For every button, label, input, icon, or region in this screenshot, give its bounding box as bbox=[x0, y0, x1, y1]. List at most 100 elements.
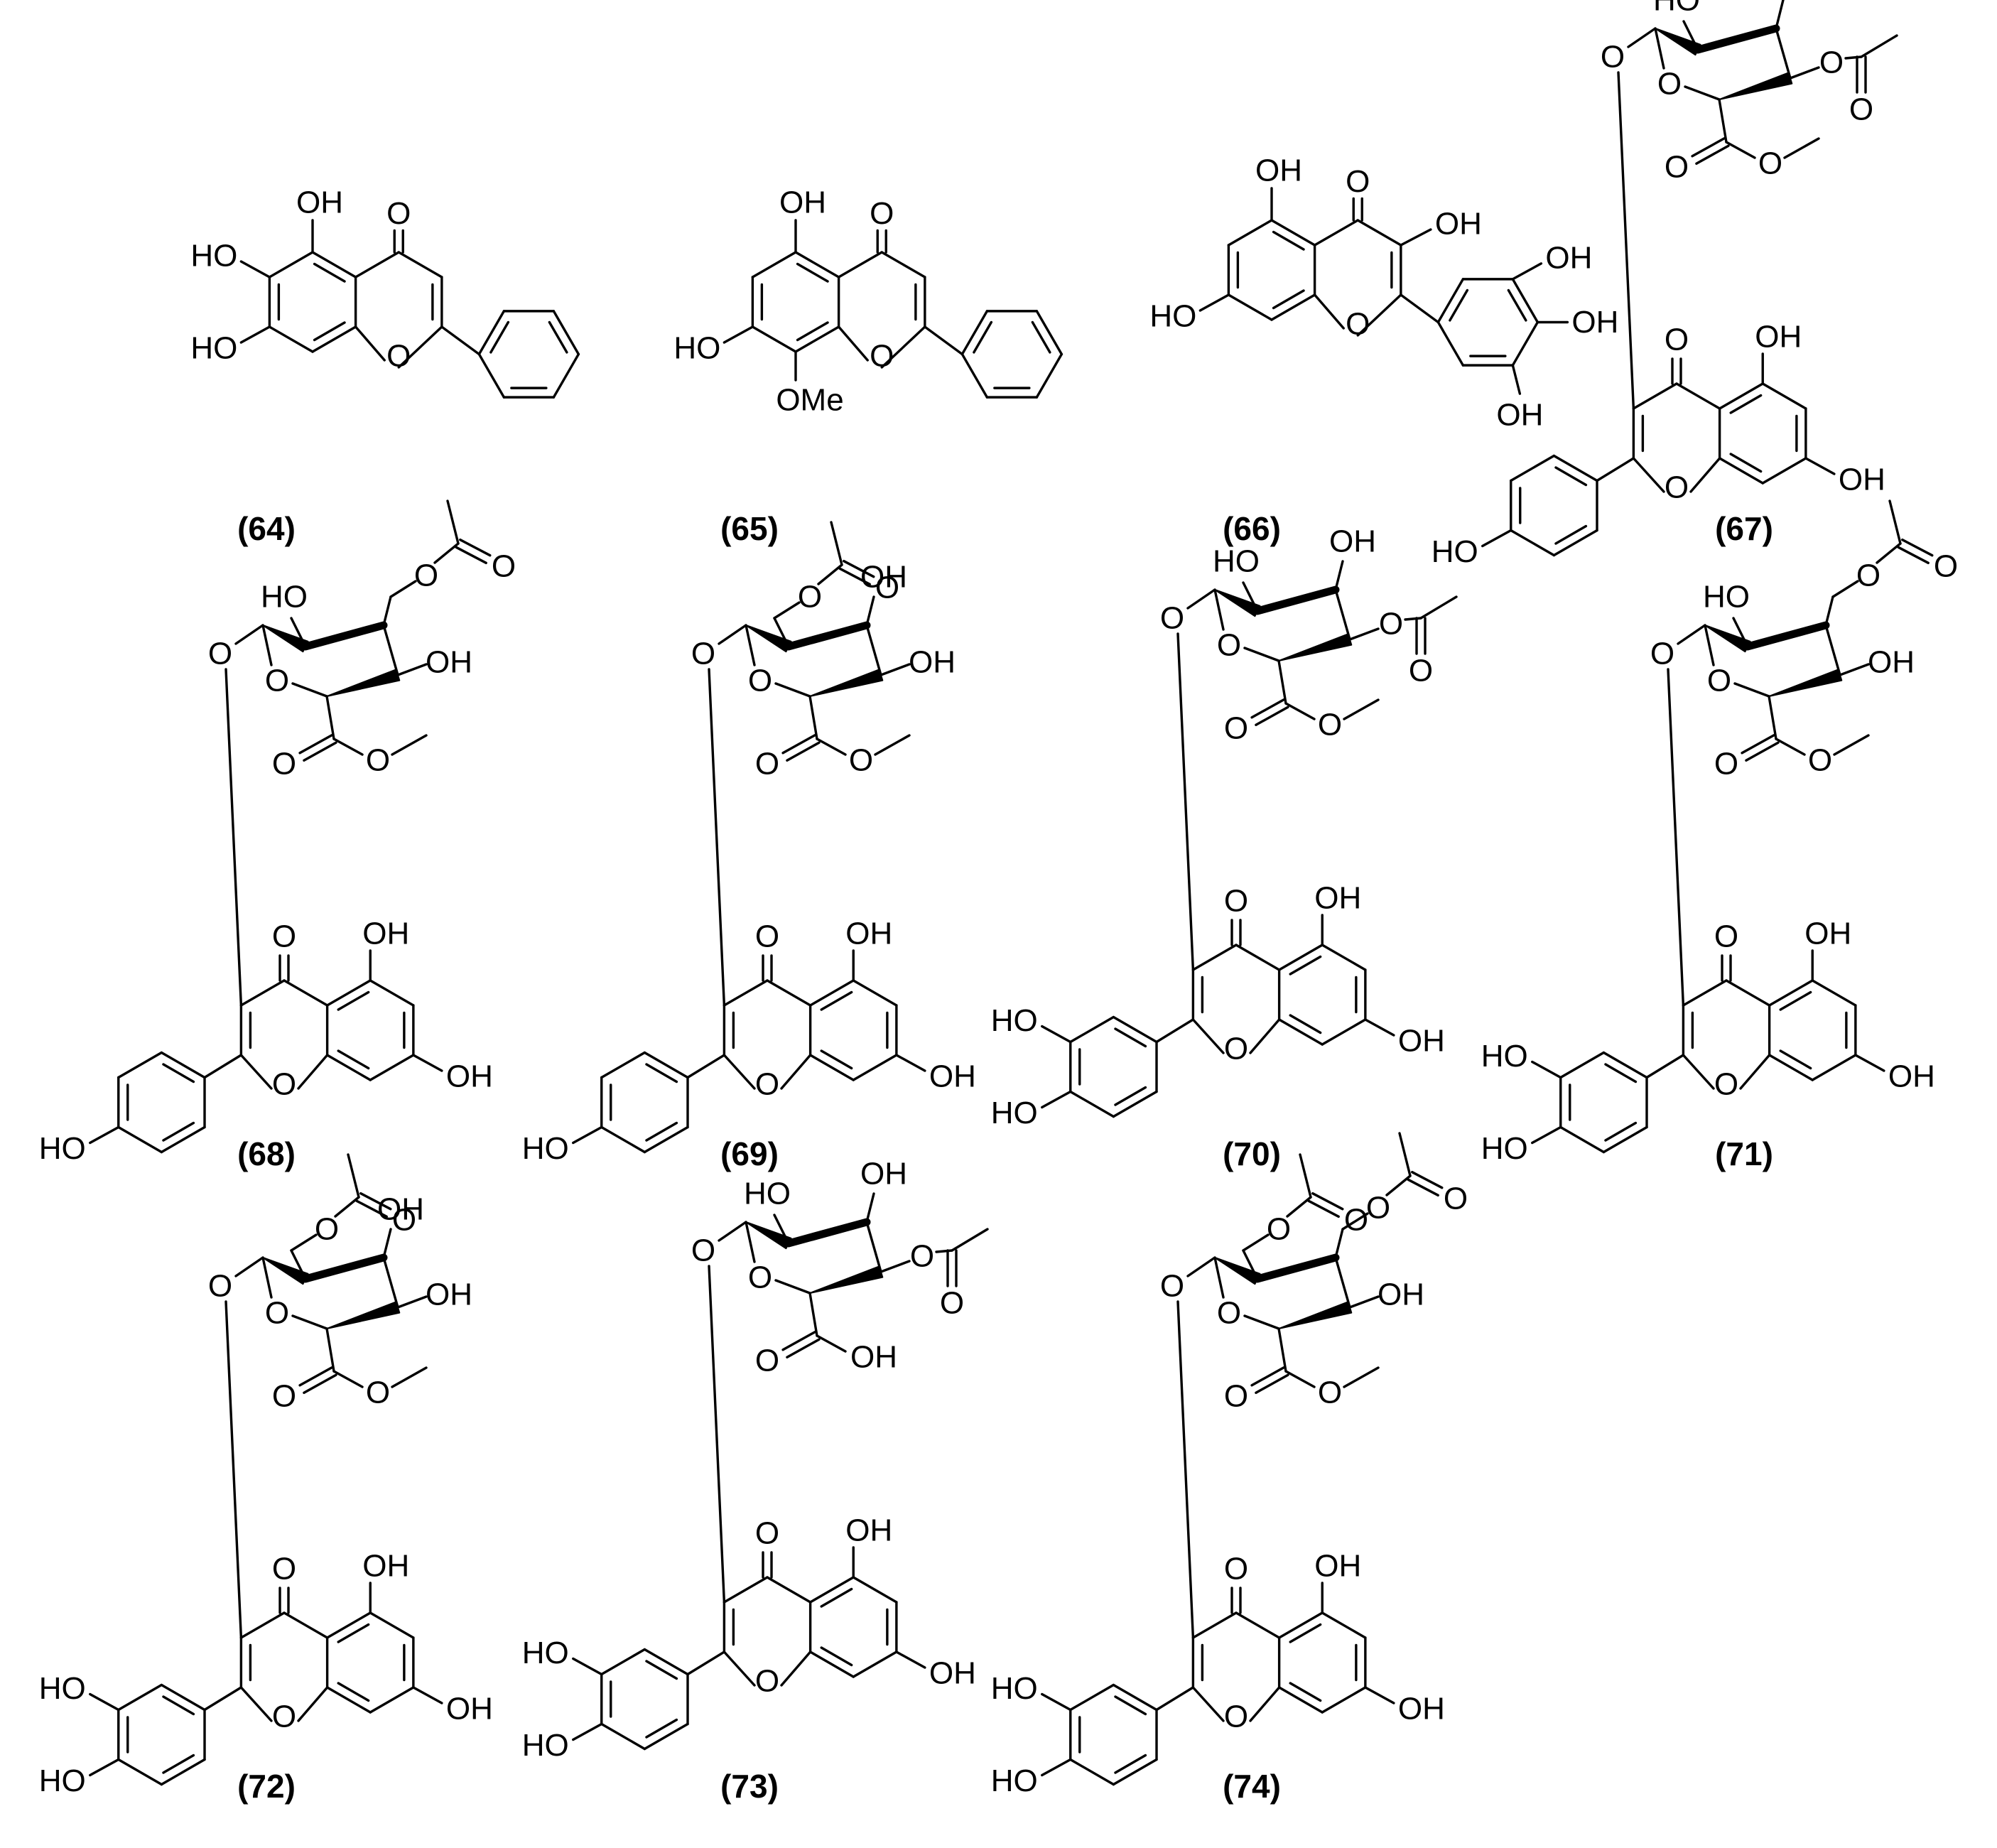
glycosidic-oxygen-label: O bbox=[691, 637, 715, 671]
double-bond-line bbox=[162, 1754, 195, 1774]
bond-line bbox=[412, 1686, 443, 1704]
compound-67-structure: OOOHOHHOOOHOOHOOOO bbox=[1432, 0, 1898, 569]
sugar-hydroxyl-label: OH bbox=[1329, 524, 1376, 559]
double-bond-line bbox=[1255, 706, 1289, 726]
bond-line bbox=[1041, 1692, 1072, 1712]
ester-carbonyl-oxygen-label: O bbox=[1714, 747, 1738, 782]
ester-carbonyl-bond bbox=[298, 1366, 333, 1387]
bold-bond bbox=[301, 1253, 388, 1283]
glycosidic-oxygen-label: O bbox=[1650, 637, 1674, 671]
hydroxyl-5-label: OH bbox=[1804, 917, 1851, 951]
bond-line bbox=[1511, 262, 1543, 281]
ring-c-bond bbox=[1249, 1018, 1281, 1054]
ring-b-link-bond bbox=[440, 325, 481, 356]
ring-c-bond bbox=[780, 1054, 812, 1090]
acid-hydroxyl-label: OH bbox=[850, 1340, 897, 1375]
ring-c-bond bbox=[766, 979, 812, 1007]
ester-bond bbox=[1775, 737, 1806, 756]
bond-line bbox=[1839, 663, 1870, 676]
acetyl-oxygen-label: O bbox=[1379, 607, 1403, 642]
ring-c-bond bbox=[1675, 382, 1721, 410]
ring-a-bond bbox=[268, 325, 314, 353]
ring-a-bond bbox=[369, 1611, 415, 1639]
ring-a-bond bbox=[1718, 382, 1764, 410]
caption-70: (70) bbox=[1223, 1135, 1281, 1172]
ring-c-bond bbox=[837, 325, 869, 362]
bold-bond bbox=[784, 1218, 871, 1248]
double-bond-line bbox=[303, 1373, 337, 1394]
sugar-hydroxyl-label: OH bbox=[426, 645, 472, 680]
carbonyl-oxygen-label: O bbox=[386, 196, 411, 231]
acetyl-bond bbox=[1404, 617, 1422, 621]
ring-a-bond bbox=[311, 325, 357, 353]
hydroxyl-7-label: OH bbox=[929, 1059, 976, 1094]
bond-line bbox=[1364, 1686, 1395, 1704]
glycosidic-oxygen-label: O bbox=[208, 637, 232, 671]
ring-c-bond bbox=[283, 1611, 329, 1639]
double-bond-line bbox=[645, 1063, 678, 1084]
ring-a-bond bbox=[1811, 979, 1857, 1007]
double-bond-line bbox=[1272, 289, 1305, 310]
ring-a-bond bbox=[325, 1686, 372, 1714]
sugar-bond bbox=[1213, 588, 1225, 631]
sugar-bond bbox=[865, 1221, 882, 1273]
acetyl-methyl-bond bbox=[1888, 499, 1902, 545]
ring-c-bond bbox=[297, 1686, 329, 1722]
ring-a-bond bbox=[808, 1576, 855, 1604]
ring-b-link-bond bbox=[1645, 1054, 1685, 1079]
ring-a-bond bbox=[369, 1686, 415, 1714]
double-bond-line bbox=[786, 741, 821, 762]
ring-a-bond bbox=[1321, 1611, 1367, 1639]
caption-71: (71) bbox=[1715, 1135, 1773, 1172]
glycosidic-bond bbox=[1617, 71, 1635, 410]
sugar-bond bbox=[774, 682, 811, 698]
bond-line bbox=[89, 1758, 120, 1777]
ring-a-bond bbox=[268, 251, 314, 279]
ring-b-bond bbox=[117, 1051, 163, 1079]
hydroxyl-5-label: OH bbox=[362, 917, 409, 951]
ring-c-bond bbox=[239, 1054, 273, 1090]
sugar-hydroxyl-label: HO bbox=[261, 580, 308, 615]
double-bond-line bbox=[1604, 1121, 1638, 1142]
ring-b-bond bbox=[1559, 1125, 1606, 1154]
ester-bond bbox=[332, 737, 364, 756]
ring-a-bond bbox=[369, 979, 415, 1007]
ester-carbonyl-bond bbox=[1691, 137, 1726, 158]
bond-line bbox=[572, 1125, 603, 1145]
acetyl-oxygen-label: O bbox=[1267, 1212, 1291, 1247]
ring-b-link-bond bbox=[1596, 457, 1635, 482]
double-bond-line bbox=[973, 320, 993, 354]
bond-line bbox=[1804, 457, 1836, 475]
sugar-hydroxyl-label: OH bbox=[860, 1157, 907, 1192]
hydroxyl-4p-label: HO bbox=[522, 1131, 569, 1166]
bond-line bbox=[396, 663, 428, 676]
ring-b-bond bbox=[643, 1722, 689, 1751]
caption-64: (64) bbox=[237, 510, 296, 547]
acetyl-methyl-bond bbox=[446, 499, 460, 545]
ester-oxygen-label: O bbox=[1758, 146, 1782, 181]
ring-b-link-bond bbox=[1400, 293, 1440, 324]
acetyl-methyl-bond bbox=[951, 1228, 989, 1252]
acetyl-oxygen-label: O bbox=[1856, 558, 1880, 593]
ester-bond bbox=[816, 737, 847, 756]
sugar-bond bbox=[718, 624, 747, 645]
ring-a-bond bbox=[1277, 944, 1324, 971]
double-bond-line bbox=[645, 1660, 678, 1680]
ring-a-bond bbox=[1270, 219, 1316, 247]
bond-line bbox=[1682, 20, 1699, 51]
double-bond-line bbox=[1255, 1373, 1289, 1394]
ring-b-bond bbox=[1510, 529, 1556, 557]
ring-c-bond bbox=[880, 251, 926, 279]
sugar-bond bbox=[1243, 647, 1280, 662]
ring-a-bond bbox=[1718, 457, 1764, 485]
ring-b-bond bbox=[552, 310, 580, 356]
carbonyl-oxygen-label: O bbox=[870, 196, 894, 231]
ring-c-bond bbox=[1191, 1686, 1225, 1722]
ring-a-bond bbox=[1811, 1054, 1857, 1081]
ring-a-bond bbox=[808, 979, 855, 1007]
double-bond-line bbox=[1779, 990, 1812, 1011]
bond-line bbox=[1400, 228, 1432, 247]
sugar-bond bbox=[774, 1279, 811, 1295]
